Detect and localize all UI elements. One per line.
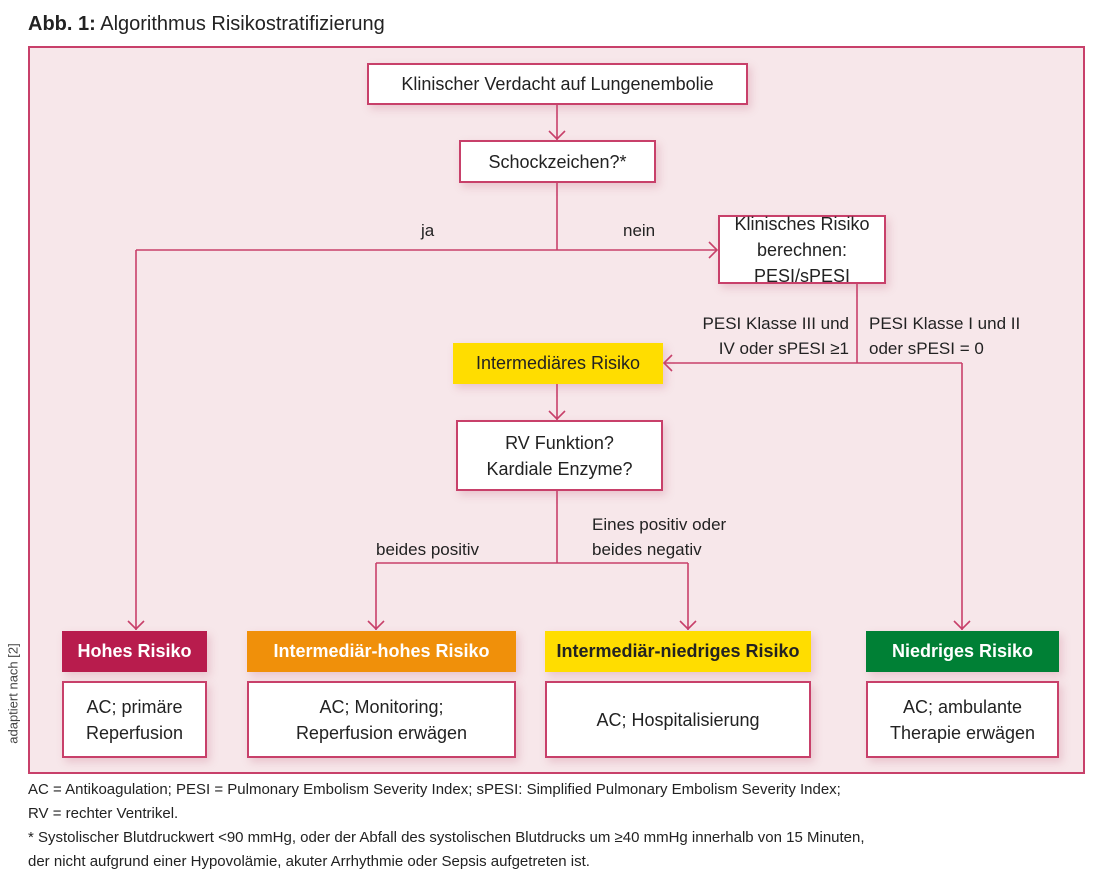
node-rv-check-line1: RV Funktion? (505, 432, 614, 453)
figure-label: Abb. 1: (28, 13, 96, 35)
node-intermediate: Intermediäres Risiko (453, 343, 663, 384)
node-clinical-risk-line1: Klinisches Risiko berechnen: (734, 213, 870, 260)
outcome-action-intermediate-high-line2: Reperfusion erwägen (295, 722, 468, 743)
node-intermediate-text: Intermediäres Risiko (475, 353, 641, 373)
outcome-header-intermediate-low: Intermediär-niedriges Risiko (545, 631, 811, 672)
footnote-abbrev-2: RV = rechter Ventrikel. (28, 805, 179, 822)
footnote-shock-1: * Systolischer Blutdruckwert <90 mmHg, o… (28, 829, 865, 846)
outcome-action-intermediate-high: AC; Monitoring; Reperfusion erwägen (247, 681, 516, 758)
node-rv-check-line2: Kardiale Enzyme? (486, 458, 633, 479)
footnote-shock-2: der nicht aufgrund einer Hypovolämie, ak… (28, 853, 590, 870)
outcome-action-intermediate-high-line1: AC; Monitoring; (319, 696, 444, 717)
outcome-action-low: AC; ambulante Therapie erwägen (866, 681, 1059, 758)
arrowhead (548, 130, 566, 141)
label-pesi-high-line2: IV oder sPESI ≥1 (718, 339, 849, 358)
arrowhead (127, 620, 145, 631)
label-pesi-low: PESI Klasse I und II oder sPESI = 0 (869, 311, 1020, 361)
outcome-action-intermediate-low-line1: AC; Hospitalisierung (596, 709, 760, 730)
label-pesi-low-line2: oder sPESI = 0 (869, 339, 984, 358)
figure-title: Abb. 1: Algorithmus Risikostratifizierun… (28, 13, 385, 36)
outcome-header-low: Niedriges Risiko (866, 631, 1059, 672)
node-suspicion-text: Klinischer Verdacht auf Lungenembolie (401, 74, 714, 94)
arrowhead (679, 620, 697, 631)
node-shock: Schockzeichen?* (459, 140, 656, 183)
footnote-abbrev-1: AC = Antikoagulation; PESI = Pulmonary E… (28, 781, 841, 798)
outcome-header-high-text: Hohes Risiko (77, 641, 192, 661)
label-pesi-low-line1: PESI Klasse I und II (869, 314, 1021, 333)
outcome-action-low-line2: Therapie erwägen (889, 722, 1036, 743)
label-one-positive-line1: Eines positiv oder (592, 515, 727, 534)
outcome-action-high: AC; primäre Reperfusion (62, 681, 207, 758)
outcome-action-intermediate-low: AC; Hospitalisierung (545, 681, 811, 758)
arrowhead (548, 410, 566, 421)
label-pesi-high: PESI Klasse III und IV oder sPESI ≥1 (664, 311, 849, 361)
figure-title-text: Algorithmus Risikostratifizierung (100, 13, 385, 35)
node-rv-check: RV Funktion? Kardiale Enzyme? (456, 420, 663, 491)
outcome-header-high: Hohes Risiko (62, 631, 207, 672)
arrowhead (662, 354, 673, 372)
outcome-action-low-line1: AC; ambulante (902, 696, 1023, 717)
node-clinical-risk: Klinisches Risiko berechnen: PESI/sPESI (718, 214, 886, 286)
label-pesi-high-line1: PESI Klasse III und (702, 314, 849, 333)
source-credit: adaptiert nach [2] (5, 643, 21, 744)
arrowhead (708, 241, 719, 259)
label-yes: ja (421, 221, 435, 240)
outcome-header-intermediate-high: Intermediär-hohes Risiko (247, 631, 516, 672)
outcome-header-intermediate-high-text: Intermediär-hohes Risiko (273, 641, 490, 661)
outcome-header-low-text: Niedriges Risiko (891, 641, 1034, 661)
label-both-positive: beides positiv (376, 540, 480, 559)
arrowhead (953, 620, 971, 631)
outcome-action-high-line2: Reperfusion (85, 722, 184, 743)
node-suspicion: Klinischer Verdacht auf Lungenembolie (367, 63, 748, 105)
label-one-positive-line2: beides negativ (592, 540, 702, 559)
outcome-header-intermediate-low-text: Intermediär-niedriges Risiko (556, 641, 800, 661)
outcome-action-high-line1: AC; primäre (86, 696, 183, 717)
node-shock-text: Schockzeichen?* (488, 151, 627, 172)
label-one-positive: Eines positiv oder beides negativ (592, 512, 726, 562)
arrowhead (367, 620, 385, 631)
label-no: nein (623, 221, 656, 240)
node-clinical-risk-line2: PESI/sPESI (753, 265, 851, 286)
